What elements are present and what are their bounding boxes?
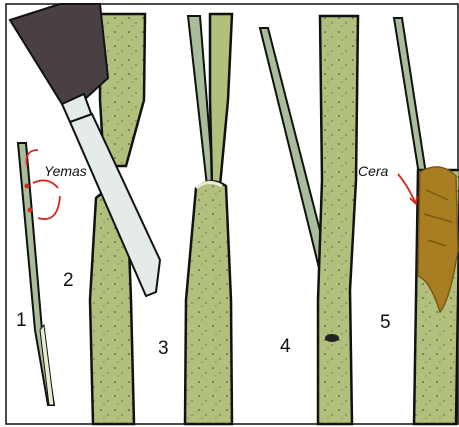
step-number-5: 5 — [380, 312, 391, 333]
bud-marker — [25, 184, 30, 189]
cera-arrow — [398, 174, 416, 204]
step-number-2: 2 — [63, 270, 74, 291]
step-number-4: 4 — [280, 336, 291, 357]
step-number-3: 3 — [158, 338, 169, 359]
step-3-graft — [185, 14, 232, 424]
bud-scar — [325, 334, 339, 342]
step-5-waxed — [394, 18, 459, 424]
step-4-graft — [260, 16, 358, 424]
step-number-1: 1 — [16, 310, 27, 331]
cera-label: Cera — [358, 163, 389, 179]
bud-marker — [28, 208, 33, 213]
yemas-label: Yemas — [44, 163, 87, 179]
